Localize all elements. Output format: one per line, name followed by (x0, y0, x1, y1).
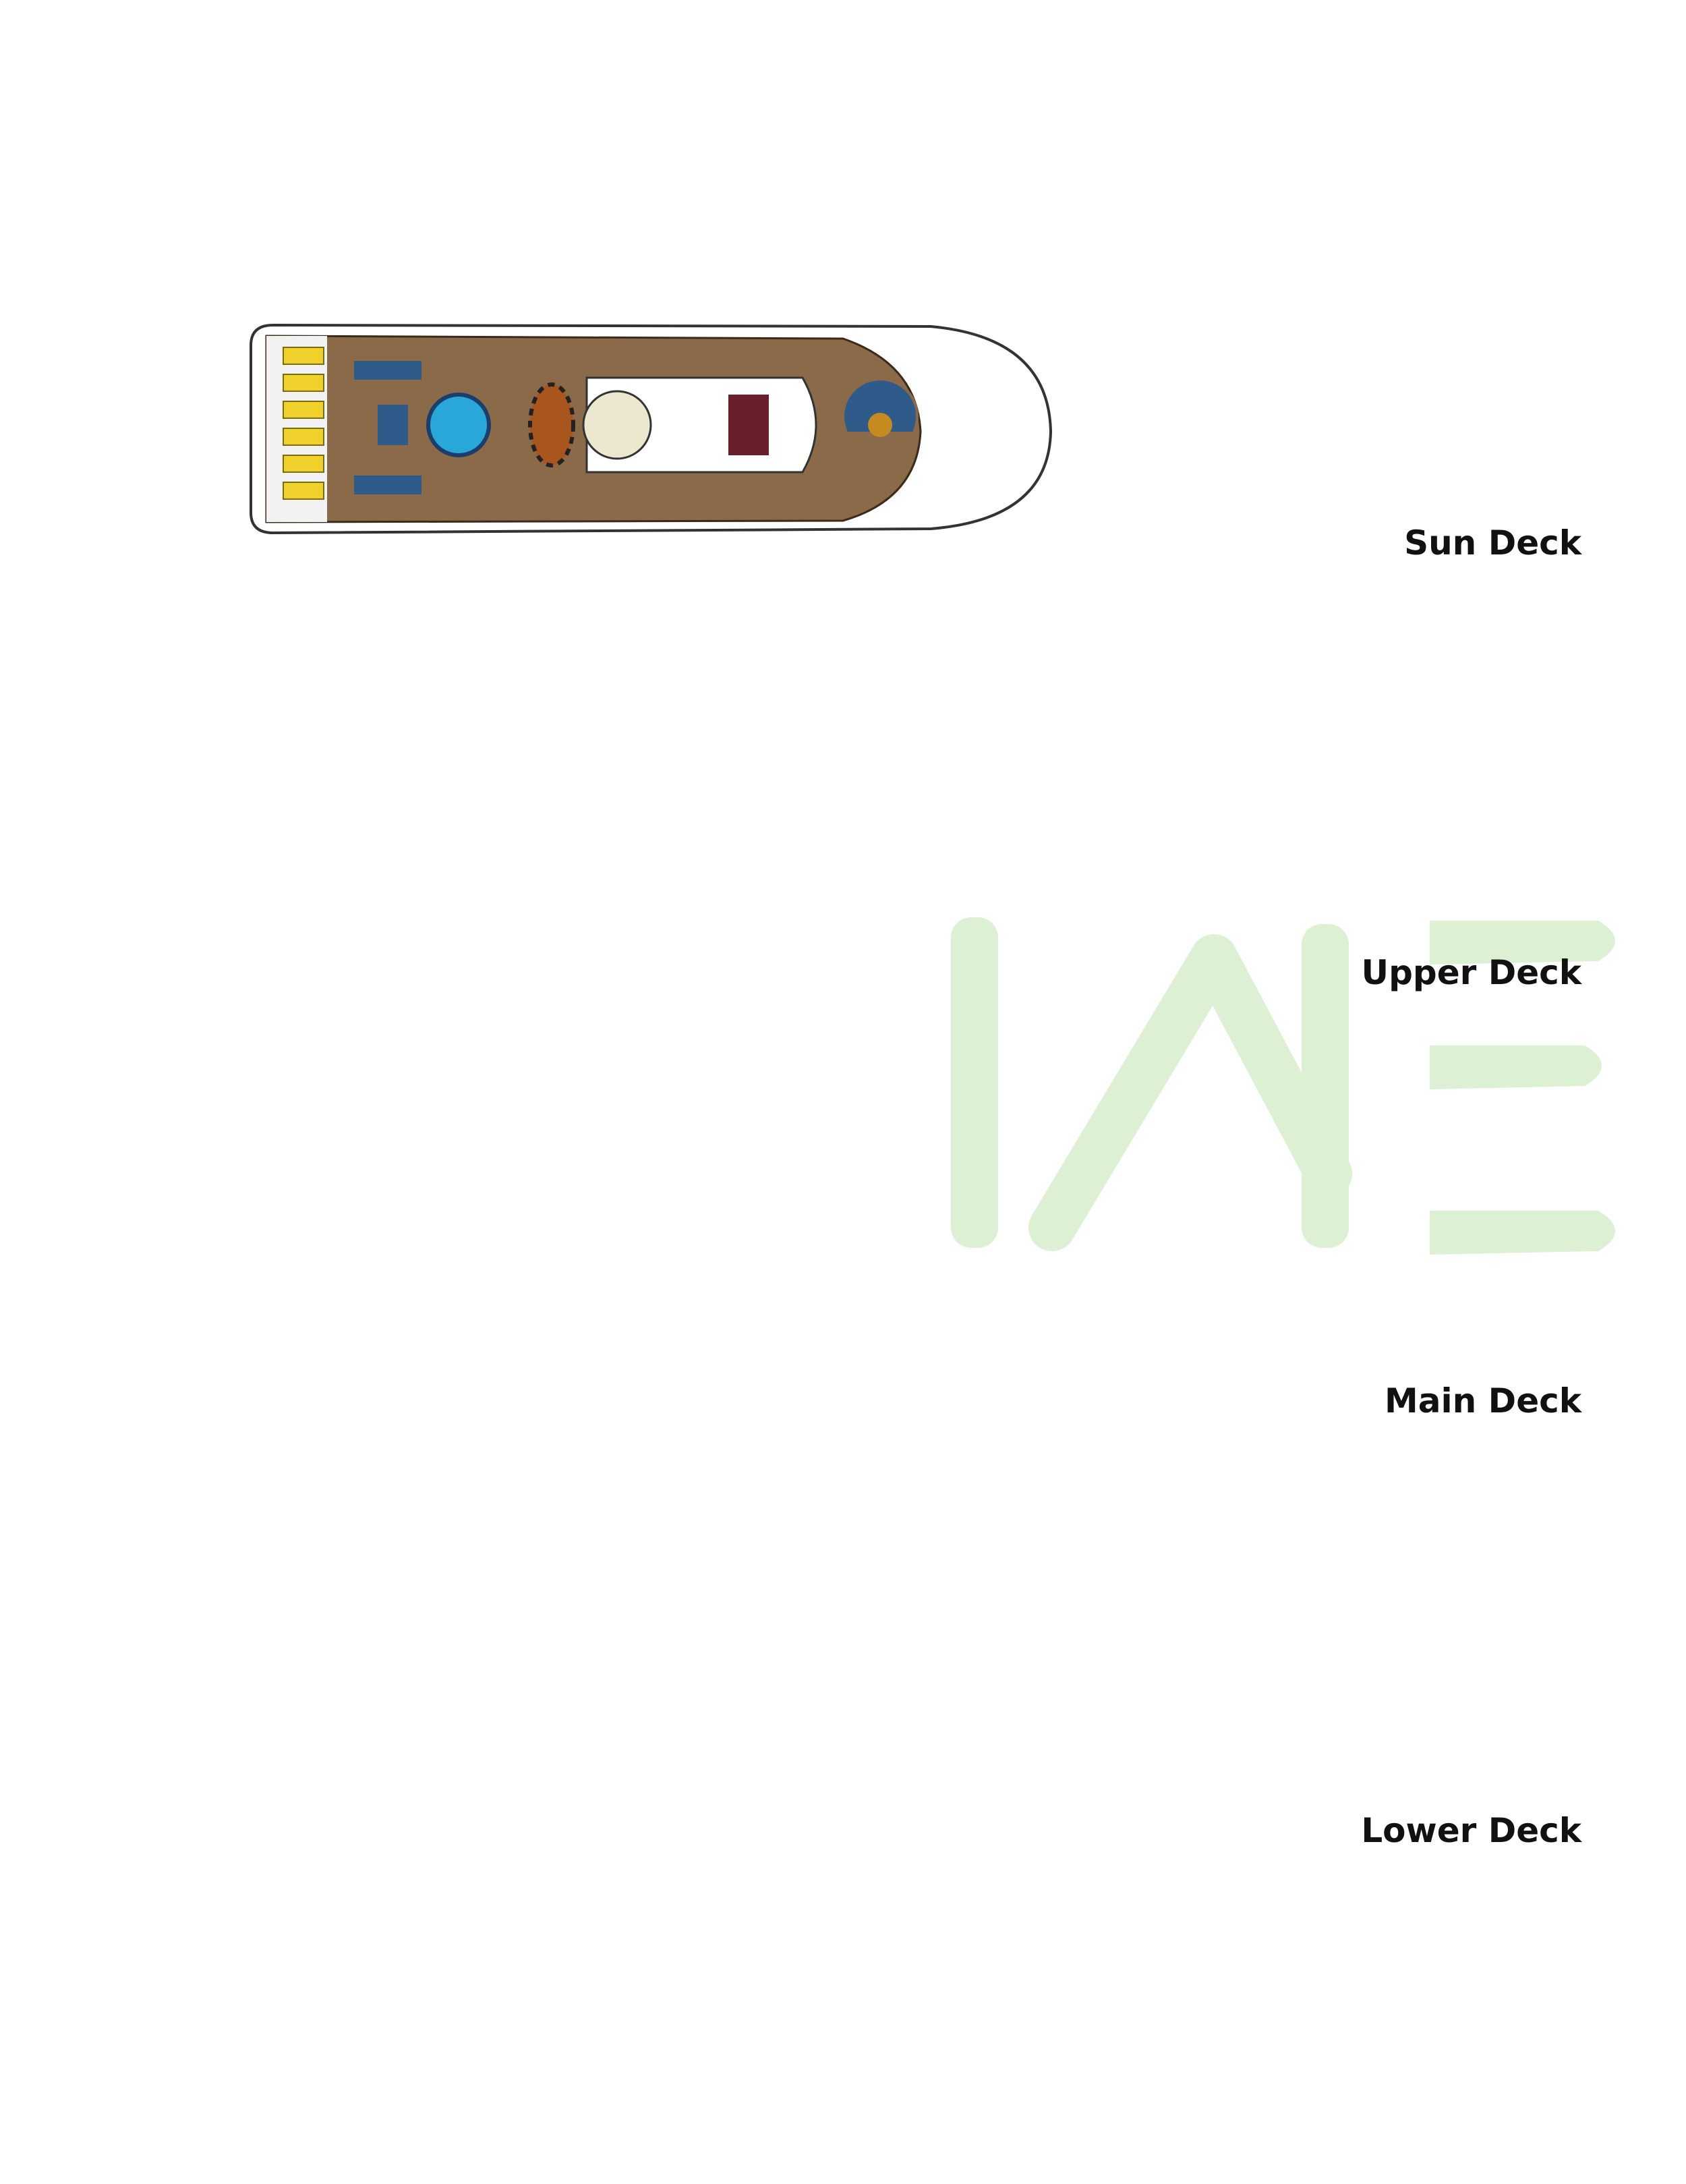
main-deck-label: Main Deck (1385, 1381, 1581, 1420)
watermark-logo (951, 917, 1615, 1255)
sun-deck-plan (250, 323, 1053, 535)
sun-deck-label: Sun Deck (1404, 523, 1581, 563)
upper-deck-label: Upper Deck (1361, 953, 1581, 992)
lower-deck-label: Lower Deck (1361, 1811, 1581, 1850)
